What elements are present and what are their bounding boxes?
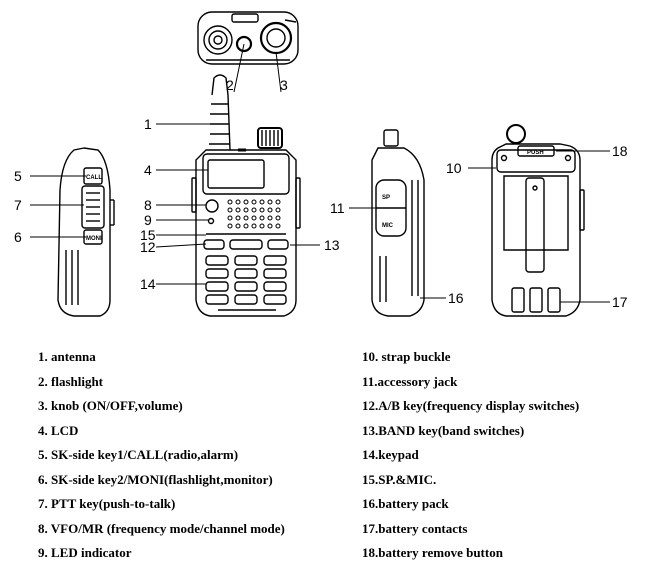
callout-16: 16 <box>448 290 464 306</box>
legend-item: 13.BAND key(band switches) <box>362 422 525 438</box>
callout-14: 14 <box>140 276 156 292</box>
radio-top-view <box>197 11 299 65</box>
legend-item: 9. LED indicator <box>38 545 132 560</box>
radio-side-view-right <box>371 129 425 317</box>
callout-15: 15 <box>140 227 156 243</box>
callout-2: 2 <box>226 77 234 93</box>
legend-right: 10. strap buckle 11.accessory jack 12.A/… <box>362 345 579 566</box>
callout-13: 13 <box>324 237 340 253</box>
moni-key-label: MONI <box>86 236 102 242</box>
legend-item: 17.battery contacts <box>362 520 468 536</box>
legend-item: 11.accessory jack <box>362 373 458 389</box>
mic-label: MIC <box>382 223 394 229</box>
radio-back-view <box>491 124 585 317</box>
radio-front-view <box>191 74 301 317</box>
legend-item: 3. knob (ON/OFF,volume) <box>38 398 183 413</box>
callout-6: 6 <box>14 229 22 245</box>
callout-17: 17 <box>612 294 628 310</box>
callout-9: 9 <box>144 212 152 228</box>
callout-4: 4 <box>144 162 152 178</box>
callout-1: 1 <box>144 116 152 132</box>
legend-item: 4. LCD <box>38 422 79 438</box>
callout-10: 10 <box>446 160 462 176</box>
legend-item: 16.battery pack <box>362 496 449 511</box>
legend-item: 8. VFO/MR (frequency mode/channel mode) <box>38 520 285 536</box>
callout-8: 8 <box>144 197 152 213</box>
callout-12: 12 <box>140 239 156 255</box>
push-label: PUSH <box>527 150 544 156</box>
legend-left: 1. antenna 2. flashlight 3. knob (ON/OFF… <box>38 345 285 566</box>
radio-diagram: CALL MONI SP MIC PUSH 2 3 1 4 5 7 6 8 9 … <box>14 11 628 317</box>
callout-18: 18 <box>612 143 628 159</box>
callout-7: 7 <box>14 197 22 213</box>
legend-item: 18.battery remove button <box>362 545 503 560</box>
call-key-label: CALL <box>86 175 102 181</box>
legend-item: 14.keypad <box>362 447 419 462</box>
callout-5: 5 <box>14 168 22 184</box>
legend-item: 1. antenna <box>38 349 96 364</box>
legend-item: 5. SK-side key1/CALL(radio,alarm) <box>38 447 239 462</box>
legend-item: 15.SP.&MIC. <box>362 471 437 487</box>
legend-item: 2. flashlight <box>38 373 104 389</box>
sp-label: SP <box>382 195 390 201</box>
legend-item: 12.A/B key(frequency display switches) <box>362 398 580 413</box>
legend-item: 7. PTT key(push-to-talk) <box>38 496 176 511</box>
callout-11: 11 <box>330 200 345 216</box>
callout-3: 3 <box>280 77 288 93</box>
radio-side-view-left <box>57 147 115 317</box>
leader-lines <box>30 43 610 303</box>
legend-item: 6. SK-side key2/MONI(flashlight,monitor) <box>38 471 273 487</box>
legend-item: 10. strap buckle <box>362 349 451 364</box>
